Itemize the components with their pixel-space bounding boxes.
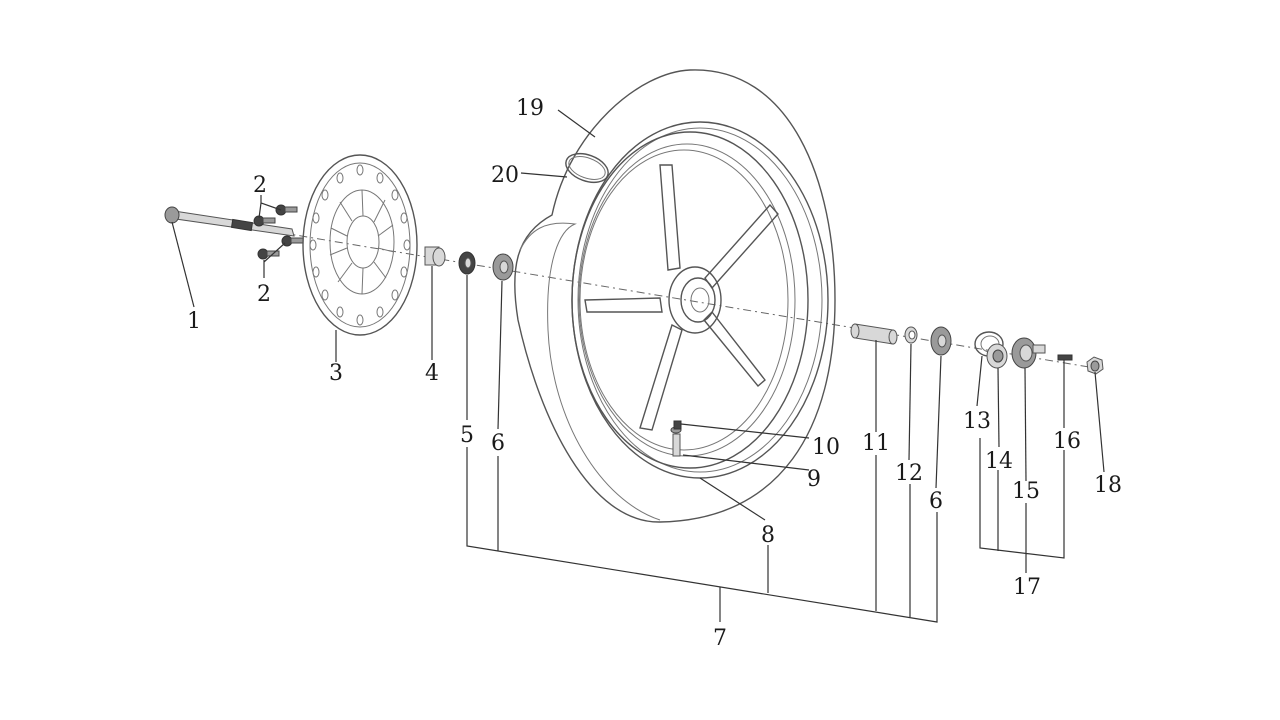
wheel-axis-line [174,214,1096,369]
callout-11: 11 [862,431,890,456]
wheel-rim [571,121,829,479]
axle-spacer [424,246,446,267]
callout-8: 8 [761,523,775,548]
callout-4: 4 [425,361,439,386]
disc-bolt [275,204,298,216]
distance-collar [850,323,898,345]
gear-box-screw [1057,354,1073,361]
callout-6-right: 6 [929,489,943,514]
disc-bolt [253,215,276,227]
callout-12: 12 [895,461,923,486]
disc-bolts [253,204,304,260]
callout-2-top: 2 [253,173,267,198]
speedometer-gear-box [974,331,1073,369]
leader-lines [171,109,1105,623]
rim-tape [565,152,609,184]
callout-6-left: 6 [491,431,505,456]
drive-gear [986,343,1008,369]
callout-9: 9 [807,467,821,492]
valve-cap [673,420,682,430]
tyre [514,69,836,523]
callout-7: 7 [713,626,727,651]
callout-10: 10 [812,435,840,460]
callout-5: 5 [460,423,474,448]
brake-disc [302,154,418,336]
callout-18: 18 [1094,473,1122,498]
wheel-bearing-right [930,326,952,356]
disc-bolt [281,235,304,247]
callout-3: 3 [329,361,343,386]
valve [670,426,682,457]
callout-13: 13 [963,409,991,434]
callout-16: 16 [1053,429,1081,454]
callout-15: 15 [1012,479,1040,504]
callout-2-bottom: 2 [257,282,271,307]
callout-17: 17 [1013,575,1041,600]
gear-box-housing [1011,337,1046,369]
callout-1: 1 [187,309,201,334]
axle-nut [1086,356,1104,375]
wheel-hub [668,266,722,334]
callout-19: 19 [516,96,544,121]
callout-14: 14 [985,449,1013,474]
washer [904,326,918,344]
wheel-bearing-left [492,253,514,281]
callout-labels: 1 2 2 3 4 5 6 7 8 9 10 11 12 6 13 14 15 … [187,96,1122,651]
oil-seal [458,251,476,275]
axle [164,206,295,237]
callout-20: 20 [491,163,519,188]
